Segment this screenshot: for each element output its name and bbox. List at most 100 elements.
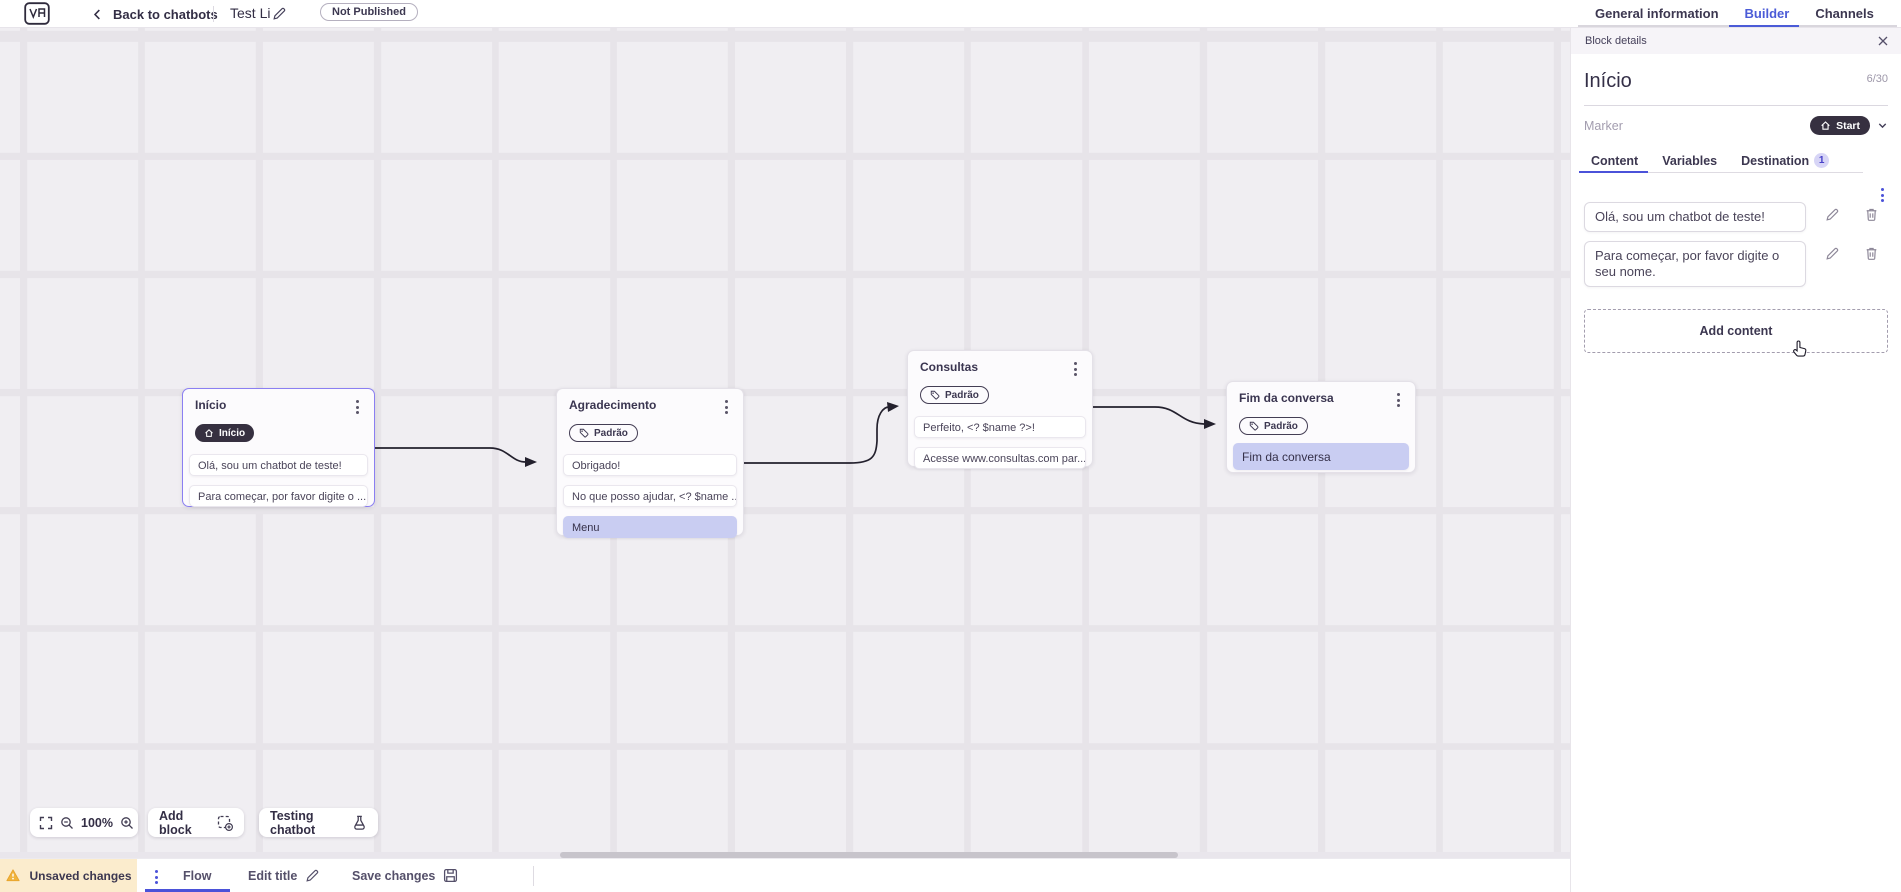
node-title: Agradecimento <box>569 398 657 412</box>
node-end-card[interactable]: Fim da conversa <box>1233 443 1409 470</box>
panel-header: Block details <box>1571 28 1901 54</box>
tag-icon <box>1249 421 1259 431</box>
save-changes-button[interactable]: Save changes <box>352 859 458 892</box>
divider <box>213 6 214 22</box>
active-tab-underline <box>1579 171 1648 173</box>
builder-tabs: General information Builder Channels <box>1595 0 1874 26</box>
tab-destination[interactable]: Destination 1 <box>1729 153 1841 168</box>
marker-label: Marker <box>1584 118 1623 133</box>
scrollbar-thumb[interactable] <box>560 852 1178 858</box>
flow-node-agradecimento[interactable]: Agradecimento Padrão Obrigado! No que po… <box>556 388 744 538</box>
chevron-down-icon <box>1877 120 1888 131</box>
trash-icon[interactable] <box>1864 246 1879 261</box>
edit-pencil-icon[interactable] <box>1825 246 1840 261</box>
flow-node-inicio[interactable]: Início Início Olá, sou um chatbot de tes… <box>182 388 375 507</box>
padrao-marker-badge: Padrão <box>1239 417 1308 435</box>
home-icon <box>204 428 214 438</box>
mouse-cursor-icon <box>1791 338 1811 361</box>
node-content-card[interactable]: Obrigado! <box>563 454 737 476</box>
panel-kebab-menu-icon[interactable] <box>1878 186 1887 204</box>
unsaved-changes-label: Unsaved changes <box>29 868 132 883</box>
add-block-button[interactable]: Add block <box>148 808 244 837</box>
tab-flow[interactable]: Flow <box>183 859 211 892</box>
flow-label: Flow <box>183 868 212 883</box>
node-title: Fim da conversa <box>1239 391 1334 405</box>
block-name-row: Início 6/30 <box>1584 70 1888 106</box>
node-kebab-menu-icon[interactable] <box>353 398 362 416</box>
zoom-level: 100% <box>81 815 113 830</box>
flow-kebab-menu-icon[interactable] <box>152 868 161 886</box>
tab-builder[interactable]: Builder <box>1744 5 1790 21</box>
edit-title-button[interactable]: Edit title <box>248 859 320 892</box>
edit-title-pencil-icon[interactable] <box>272 6 287 21</box>
status-badge: Not Published <box>320 3 418 21</box>
content-item[interactable]: Para começar, por favor digite o seu nom… <box>1584 241 1806 287</box>
tab-general-information[interactable]: General information <box>1595 5 1719 21</box>
padrao-marker-badge: Padrão <box>920 386 989 404</box>
bottom-bar: Unsaved changes Flow Edit title Save cha… <box>0 858 1570 892</box>
node-content-card[interactable]: Acesse www.consultas.com par... <box>914 447 1086 469</box>
block-name-input[interactable]: Início <box>1584 70 1632 92</box>
save-floppy-icon <box>443 868 458 883</box>
flask-icon <box>352 815 367 830</box>
close-icon[interactable] <box>1877 35 1889 47</box>
marker-row: Marker Start <box>1584 116 1888 135</box>
trash-icon[interactable] <box>1864 207 1879 222</box>
node-title: Consultas <box>920 360 979 374</box>
chatbot-title[interactable]: Test Li <box>230 5 271 21</box>
char-counter: 6/30 <box>1866 73 1888 85</box>
divider <box>533 866 534 886</box>
node-content-card[interactable]: Olá, sou um chatbot de teste! <box>189 454 368 476</box>
add-block-label: Add block <box>159 808 192 837</box>
fullscreen-icon[interactable] <box>39 816 53 830</box>
chevron-left-icon <box>92 8 103 21</box>
marker-select[interactable]: Start <box>1810 116 1888 135</box>
tab-content-label: Content <box>1591 153 1639 168</box>
badge-label: Padrão <box>1264 420 1298 432</box>
flow-canvas[interactable]: Início Início Olá, sou um chatbot de tes… <box>0 28 1570 858</box>
node-content-card[interactable]: Perfeito, <? $name ?>! <box>914 416 1086 438</box>
tag-icon <box>579 428 589 438</box>
flow-node-fim-da-conversa[interactable]: Fim da conversa Padrão Fim da conversa <box>1226 381 1416 473</box>
tag-icon <box>930 390 940 400</box>
edit-pencil-icon[interactable] <box>1825 207 1840 222</box>
add-content-button[interactable]: Add content <box>1584 309 1888 353</box>
zoom-in-icon[interactable] <box>120 816 134 830</box>
block-details-panel: Block details Início 6/30 Marker Start C… <box>1570 28 1901 892</box>
node-title: Início <box>195 398 227 412</box>
node-kebab-menu-icon[interactable] <box>1394 391 1403 409</box>
node-content-card[interactable]: No que posso ajudar, <? $name ... <box>563 485 737 507</box>
warning-icon <box>5 868 21 883</box>
badge-label: Padrão <box>945 389 979 401</box>
zoom-out-icon[interactable] <box>60 816 74 830</box>
tab-variables[interactable]: Variables <box>1650 154 1729 168</box>
node-kebab-menu-icon[interactable] <box>1071 360 1080 378</box>
top-bar: Back to chatbots Test Li Not Published G… <box>0 0 1901 28</box>
save-changes-label: Save changes <box>352 868 436 883</box>
tab-content[interactable]: Content <box>1579 154 1650 168</box>
start-pill: Start <box>1810 116 1870 135</box>
node-kebab-menu-icon[interactable] <box>722 398 731 416</box>
home-icon <box>1820 120 1831 131</box>
content-item[interactable]: Olá, sou um chatbot de teste! <box>1584 202 1806 232</box>
start-marker-badge: Início <box>195 424 255 442</box>
tab-channels[interactable]: Channels <box>1815 5 1874 21</box>
testing-chatbot-button[interactable]: Testing chatbot <box>259 808 378 837</box>
back-to-chatbots-button[interactable]: Back to chatbots <box>92 7 218 22</box>
badge-label: Padrão <box>594 427 628 439</box>
marker-value: Start <box>1836 119 1860 132</box>
tab-destination-label: Destination <box>1741 153 1810 168</box>
active-tab-underline <box>1729 25 1799 27</box>
node-content-card[interactable]: Para começar, por favor digite o ... <box>189 485 368 507</box>
back-label: Back to chatbots <box>113 7 218 22</box>
content-item-row: Para começar, por favor digite o seu nom… <box>1584 241 1901 287</box>
panel-header-title: Block details <box>1585 35 1647 47</box>
zoom-toolbar: 100% <box>30 808 138 837</box>
node-menu-card[interactable]: Menu <box>563 516 737 538</box>
flow-node-consultas[interactable]: Consultas Padrão Perfeito, <? $name ?>! … <box>907 350 1093 469</box>
padrao-marker-badge: Padrão <box>569 424 638 442</box>
unsaved-changes-badge: Unsaved changes <box>0 859 137 892</box>
testing-chatbot-label: Testing chatbot <box>270 808 316 837</box>
badge-label: Início <box>219 427 246 439</box>
panel-tabs: Content Variables Destination 1 <box>1579 149 1863 173</box>
